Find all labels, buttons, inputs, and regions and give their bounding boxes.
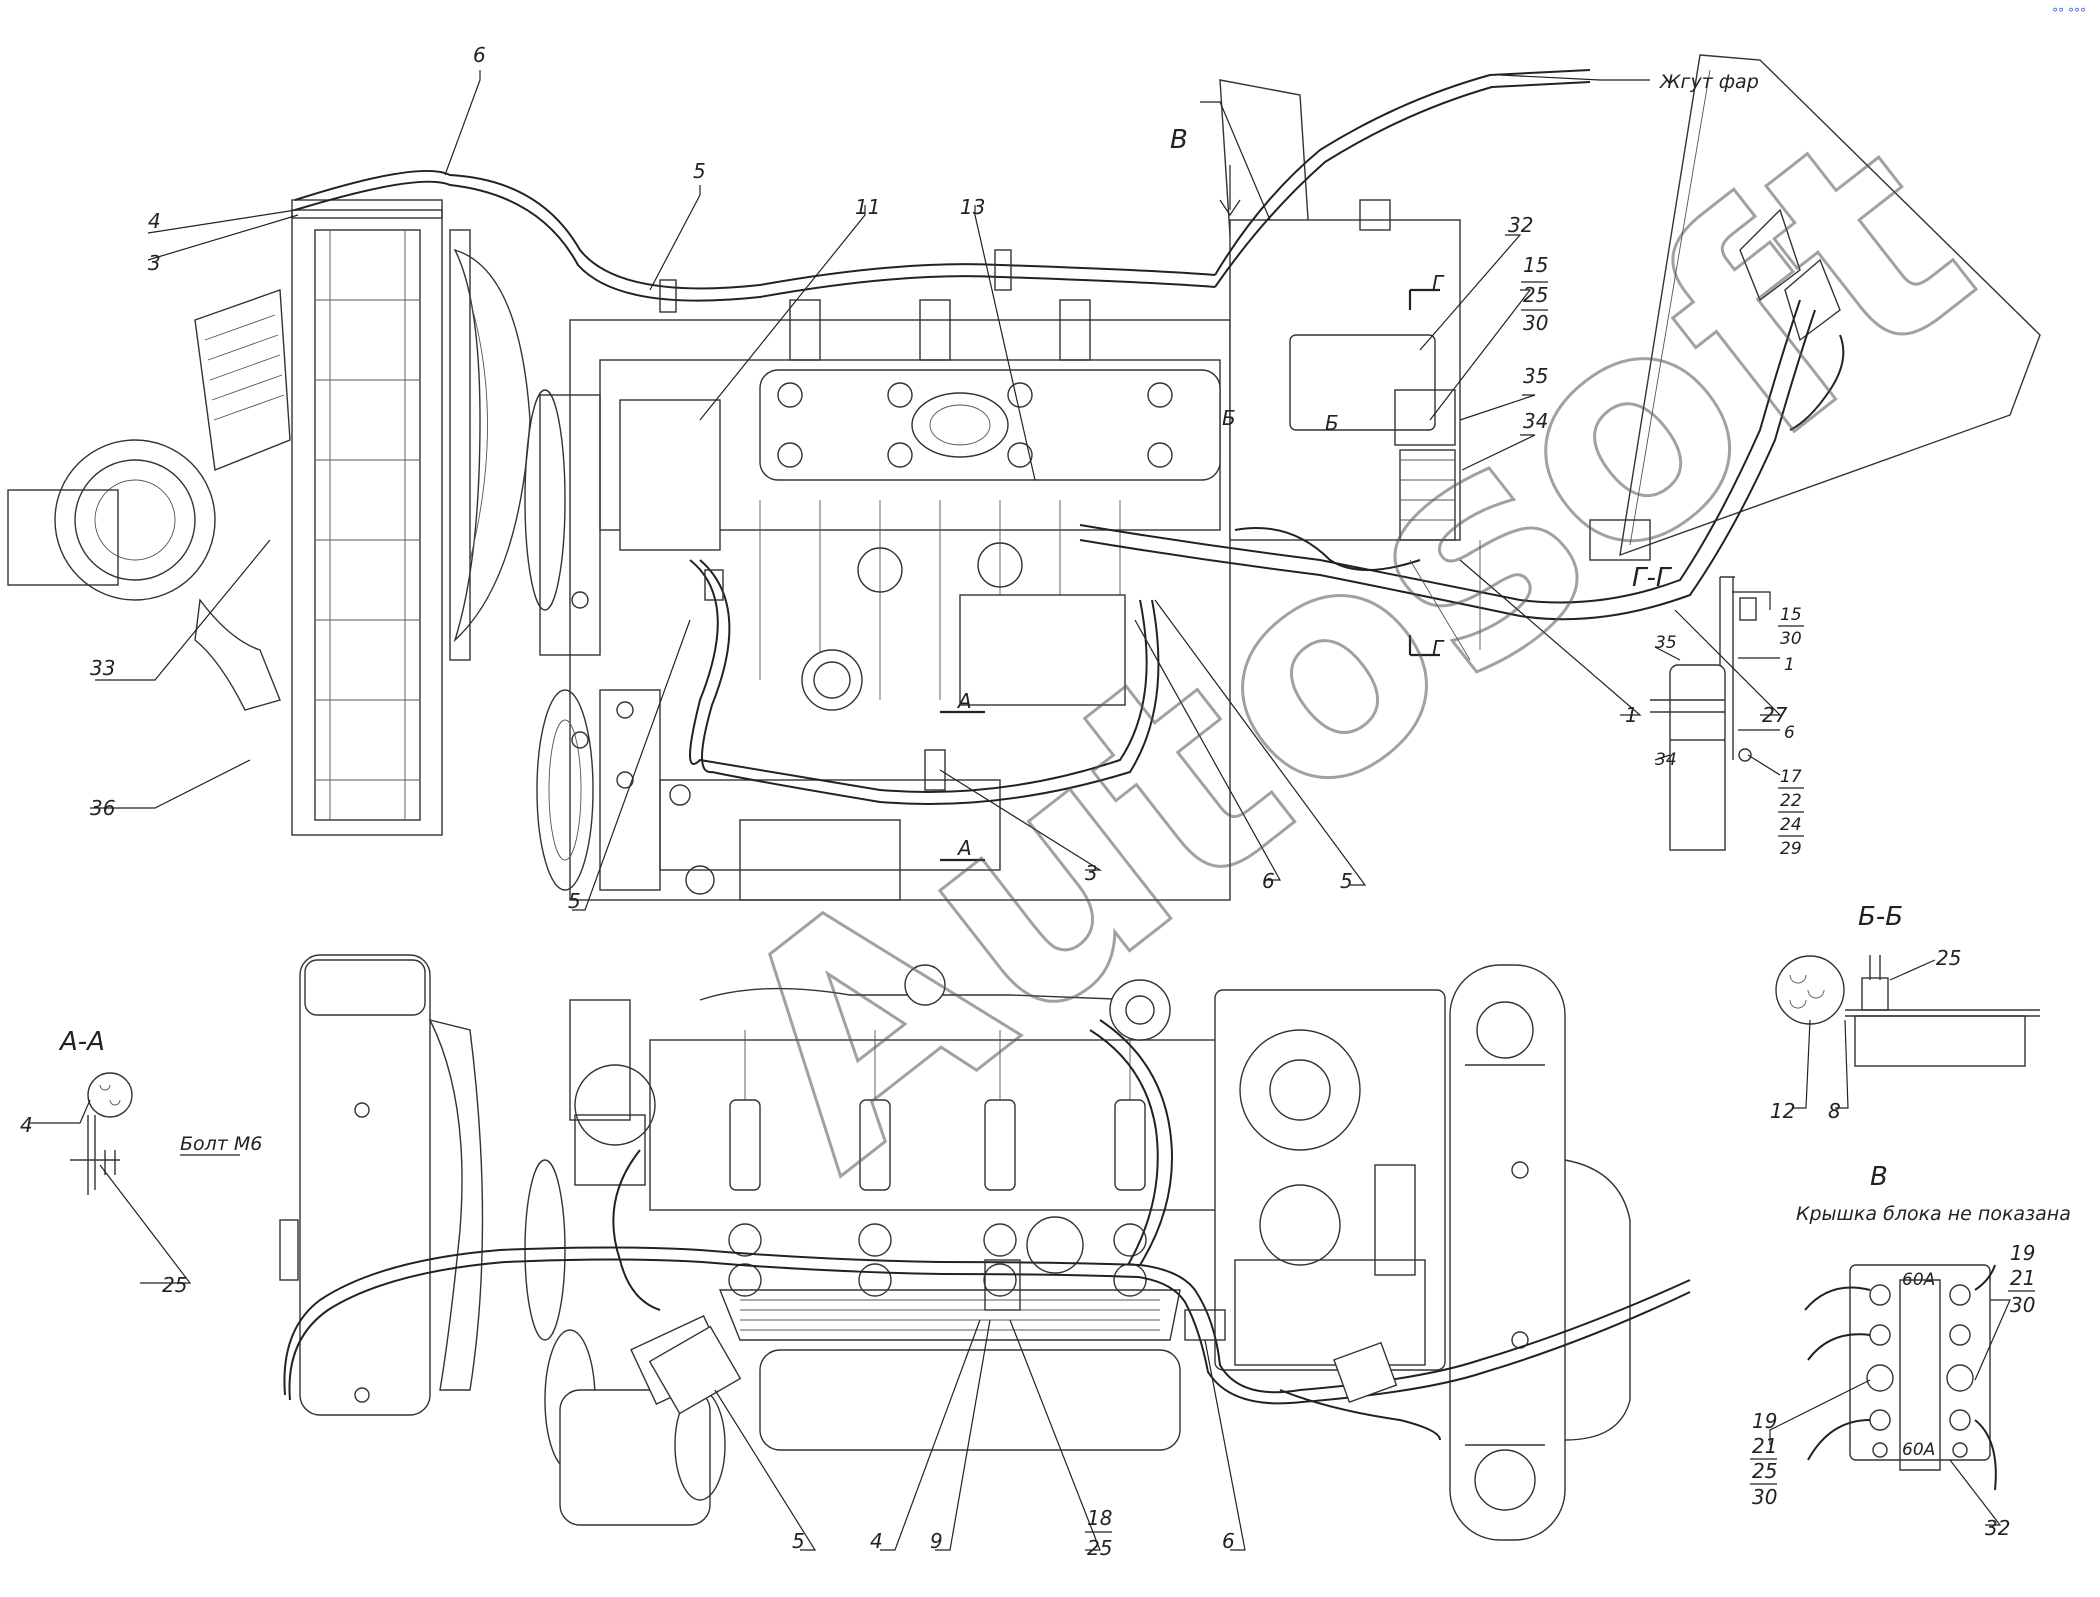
view-marker-v: В [1170,125,1188,155]
callout: 9 [930,1529,943,1553]
callout: 34 [1655,750,1677,770]
section-gg: Г-Г [1632,563,1757,851]
callout: 35 [1523,364,1548,388]
harness-side [283,1019,1691,1441]
fan [449,229,531,661]
air-filter [7,289,291,711]
callout: 15 [1780,605,1802,625]
callout: 6 [1262,869,1275,893]
callout: 30 [2010,1293,2035,1317]
harness-top [294,69,1845,805]
callouts: 6 4 3 5 11 13 33 36 5 3 6 5 1 27 32 15 2… [20,43,2035,1560]
section-marker-b: Б [1325,411,1339,435]
callout: 25 [1087,1536,1112,1560]
view-v-title: В [1870,1162,1888,1192]
corner-mark: °° °°° [2052,6,2086,20]
leader-lines [30,70,2011,1551]
callout: 25 [1936,946,1961,970]
callout: 30 [1780,629,1802,649]
callout: 6 [1784,723,1795,743]
fuse-bracket-top [1219,79,1461,541]
callout: 13 [960,195,985,219]
callout: 8 [1828,1099,1841,1123]
view-markers: В Б Б Г Г А А Жгут фар Болт М6 [180,71,1759,1155]
fuse-bottom-label: 60А [1902,1440,1935,1460]
callout: 24 [1780,815,1802,835]
callout: 25 [162,1273,187,1297]
side-view-engine [279,954,1691,1541]
callout: 3 [1085,861,1098,885]
cover-not-shown-note: Крышка блока не показана [1796,1203,2071,1225]
callout: 11 [855,195,880,219]
callout: 1 [1625,703,1638,727]
callout: 6 [1222,1529,1235,1553]
callout: 21 [2010,1266,2035,1290]
callout: 19 [1752,1409,1777,1433]
callout: 25 [1752,1459,1777,1483]
section-aa-title: А-А [58,1027,105,1057]
callout: 3 [148,251,161,275]
section-marker-a: А [956,836,972,860]
headlight-harness-label: Жгут фар [1659,71,1759,93]
callout: 5 [1340,869,1353,893]
fender-panel [1589,54,2041,561]
section-marker-b: Б [1222,406,1236,430]
section-bb: Б-Б [1775,902,2040,1067]
callout: 35 [1655,633,1677,653]
spark-plugs [699,964,1171,1297]
callout: 1 [1784,655,1795,675]
callout: 36 [90,796,115,820]
callout: 32 [1508,213,1533,237]
callout: 22 [1780,791,1802,811]
callout: 29 [1780,839,1802,859]
callout: 30 [1523,311,1548,335]
callout: 33 [90,656,115,680]
callout: 4 [148,209,161,233]
callout: 15 [1523,253,1548,277]
radiator [291,199,443,836]
engine-block-top [569,299,1231,901]
callout: 6 [473,43,486,67]
section-bb-title: Б-Б [1858,902,1903,932]
top-view-engine [7,54,2041,901]
view-v: В Крышка блока не показана 60А 60А [1796,1162,2071,1491]
callout: 4 [20,1113,33,1137]
section-marker-a: А [956,689,972,713]
callout: 5 [568,889,581,913]
bolt-note: Болт М6 [180,1133,262,1155]
callout: 5 [792,1529,805,1553]
section-gg-title: Г-Г [1632,563,1673,593]
callout: 5 [693,159,706,183]
callout: 4 [870,1529,883,1553]
section-marker-g: Г [1432,271,1445,295]
callout: 25 [1523,283,1548,307]
section-aa: А-А [58,1027,133,1195]
callout: 17 [1780,767,1802,787]
callout: 32 [1985,1516,2010,1540]
callout: 27 [1762,703,1788,727]
callout: 18 [1087,1506,1112,1530]
callout: 30 [1752,1485,1777,1509]
callout: 19 [2010,1241,2035,1265]
callout: 21 [1752,1434,1777,1458]
callout: 34 [1523,409,1548,433]
alternator-top [524,389,721,891]
callout: 12 [1770,1099,1795,1123]
